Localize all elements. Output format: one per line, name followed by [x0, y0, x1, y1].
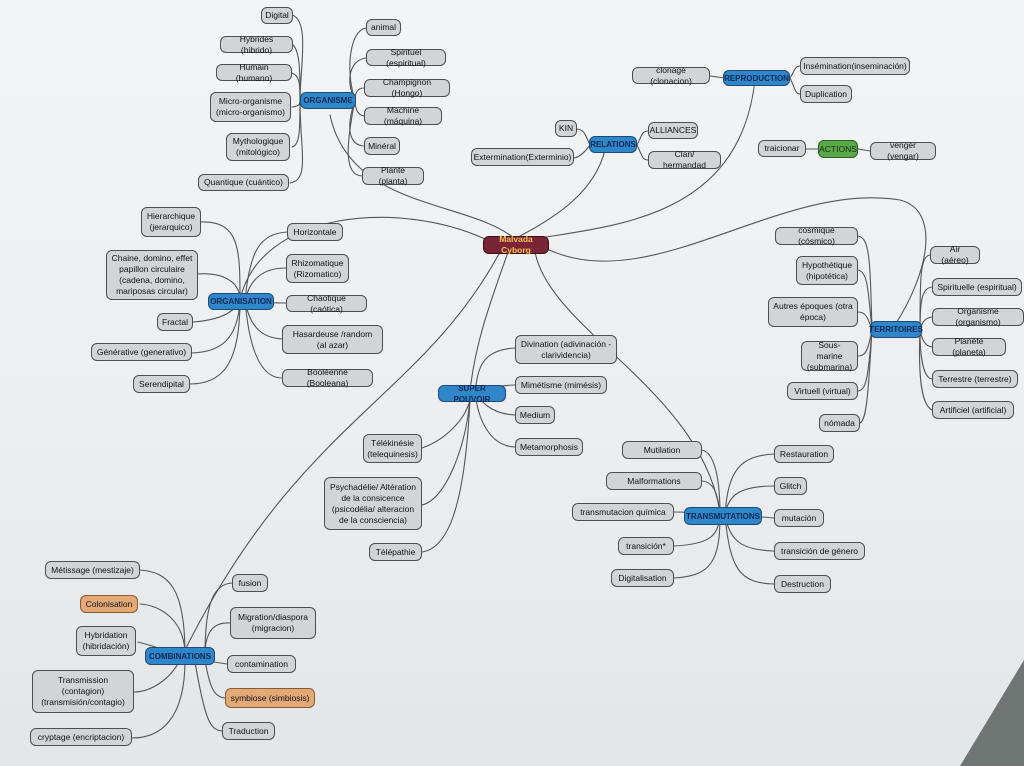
leaf-artificiel[interactable]: Artificiel (artificial) — [932, 401, 1014, 419]
leaf-insemination[interactable]: Insémination(inseminación) — [800, 57, 910, 75]
leaf-hasardeuse[interactable]: Hasardeuse /random (al azar) — [282, 325, 383, 354]
leaf-sous-marine[interactable]: Sous-marine (submarina) — [801, 340, 858, 372]
leaf-contamination[interactable]: contamination — [227, 655, 296, 673]
leaf-colonisation[interactable]: Colonisation — [80, 595, 138, 613]
leaf-mutilation[interactable]: Mutilation — [622, 441, 702, 459]
leaf-hierarchique[interactable]: Hierarchique (jerarquico) — [141, 207, 201, 237]
leaf-traicionar[interactable]: traicionar — [758, 140, 806, 157]
leaf-transmutacion-quimica[interactable]: transmutacion química — [572, 503, 674, 521]
link-root-relations — [519, 149, 606, 237]
hub-organisation[interactable]: ORGANISATION — [208, 293, 274, 310]
leaf-cryptage[interactable]: cryptage (encriptacion) — [30, 728, 132, 746]
leaf-champignon[interactable]: Champignon (Hongo) — [364, 77, 450, 98]
leaf-psychadelie[interactable]: Psychadélie/ Altération de la consicence… — [324, 477, 422, 530]
leaf-mutacion[interactable]: mutación — [774, 509, 824, 527]
leaf-virtuell[interactable]: Virtuell (virtual) — [787, 382, 858, 400]
leaf-hybrides[interactable]: Hybrides (hibrido) — [220, 34, 293, 55]
leaf-fractal[interactable]: Fractal — [157, 313, 193, 331]
leaf-digital[interactable]: Digital — [261, 7, 293, 24]
link-root-combinations — [184, 251, 501, 651]
leaf-generative[interactable]: Générative (generativo) — [91, 343, 192, 361]
leaf-extermination[interactable]: Extermination(Exterminio) — [471, 148, 574, 166]
leaf-plante[interactable]: Plante (planta) — [362, 165, 424, 186]
leaf-digitalisation[interactable]: Digitalisation — [611, 569, 674, 587]
leaf-transicion[interactable]: transición* — [618, 537, 674, 555]
leaf-alliances[interactable]: ALLIANCES — [648, 122, 698, 139]
hub-super-pouvoir[interactable]: SUPER POUVOIR — [438, 384, 506, 404]
link-root-reproduction — [539, 79, 756, 239]
leaf-kin[interactable]: KIN — [555, 120, 577, 137]
leaf-spirituel[interactable]: Spirituel (espiritual) — [366, 47, 446, 68]
leaf-organisme-territoire[interactable]: Organisme (organismo) — [932, 306, 1024, 327]
leaf-migration[interactable]: Migration/diaspora (migracion) — [230, 607, 316, 639]
leaf-glitch[interactable]: Glitch — [774, 477, 807, 495]
leaf-terrestre[interactable]: Terrestre (terrestre) — [932, 370, 1018, 388]
leaf-booleenne[interactable]: Booléenne (Booleana) — [282, 367, 373, 388]
leaf-humain[interactable]: Humain (humano) — [216, 62, 292, 83]
leaf-hypothetique[interactable]: Hypothétique (hipotética) — [796, 256, 858, 285]
hub-territoires[interactable]: TERRITOIRES — [869, 321, 923, 338]
link-root-super — [469, 251, 509, 393]
leaf-metamorphosis[interactable]: Metamorphosis — [515, 438, 583, 456]
leaf-micro-organisme[interactable]: Micro-organisme (micro-organismo) — [210, 92, 291, 122]
hub-transmutations[interactable]: TRANSMUTATIONS — [684, 507, 762, 525]
leaf-nomada[interactable]: nómada — [819, 414, 860, 432]
leaf-spirituelle[interactable]: Spirituelle (espiritual) — [932, 278, 1022, 296]
leaf-clonage[interactable]: clonage (clonacion) — [632, 65, 710, 86]
leaf-mythologique[interactable]: Mythologique (mitológico) — [226, 133, 290, 161]
leaf-restauration[interactable]: Restauration — [774, 445, 834, 463]
leaf-fusion[interactable]: fusion — [232, 574, 268, 592]
leaf-metissage[interactable]: Métissage (mestizaje) — [45, 561, 140, 579]
leaf-quantique[interactable]: Quantique (cuántico) — [198, 174, 289, 191]
leaf-malformations[interactable]: Malformations — [606, 472, 702, 490]
leaf-mimetisme[interactable]: Mimétisme (mimésis) — [515, 376, 607, 394]
link-root-organisation — [239, 216, 486, 301]
leaf-serendipital[interactable]: Serendipital — [133, 375, 190, 393]
leaf-destruction[interactable]: Destruction — [774, 575, 831, 593]
leaf-venger[interactable]: venger (vengar) — [870, 140, 936, 161]
leaf-transmission[interactable]: Transmission (contagion) (transmisión/co… — [32, 670, 134, 713]
leaf-transicion-genero[interactable]: transición de género — [774, 542, 865, 560]
leaf-cosmique[interactable]: cosmique (cósmico) — [775, 225, 858, 246]
leaf-rhizomatique[interactable]: Rhizomatique (Rizomatico) — [286, 254, 349, 283]
leaf-telekinesie[interactable]: Télékinésie (telequinesis) — [363, 434, 422, 463]
hub-organisme[interactable]: ORGANISME — [300, 92, 356, 109]
leaf-animal[interactable]: animal — [366, 19, 401, 36]
leaf-horizontale[interactable]: Horizontale — [287, 223, 343, 241]
hub-combinations[interactable]: COMBINATIONS — [145, 647, 215, 665]
leaf-mineral[interactable]: Minéral — [364, 137, 400, 155]
leaf-air[interactable]: Air (aéreo) — [930, 244, 980, 265]
leaf-duplication[interactable]: Duplication — [800, 85, 852, 103]
hub-actions[interactable]: ACTIONS — [818, 140, 858, 158]
leaf-symbiose[interactable]: symbiose (simbiosis) — [225, 688, 315, 708]
leaf-divination[interactable]: Divination (adivinación - clarividencia) — [515, 335, 617, 364]
leaf-hybridation[interactable]: Hybridation (hibridación) — [76, 626, 136, 656]
leaf-clan[interactable]: Clan/ hermandad — [648, 149, 721, 170]
root-node[interactable]: Malvada Cyborg — [483, 234, 549, 255]
leaf-autres-epoques[interactable]: Autres époques (otra época) — [768, 297, 858, 327]
link-root-organisme — [329, 114, 516, 240]
leaf-machine[interactable]: Machine (máquina) — [364, 105, 442, 126]
leaf-telepathie[interactable]: Télépathie — [369, 543, 422, 561]
leaf-chaine[interactable]: Chaine, domino, effet papillon circulair… — [106, 250, 198, 300]
leaf-medium[interactable]: Medium — [515, 406, 555, 424]
leaf-planete[interactable]: Planète (planeta) — [932, 336, 1006, 357]
hub-relations[interactable]: RELATIONS — [589, 136, 637, 153]
leaf-traduction[interactable]: Traduction — [222, 722, 275, 740]
link-root-transmutations — [534, 251, 721, 513]
hub-reproduction[interactable]: REPRODUCTION — [723, 70, 790, 86]
leaf-chaotique[interactable]: Chaotique (caótica) — [286, 293, 367, 314]
link-root-territoires — [544, 197, 927, 326]
